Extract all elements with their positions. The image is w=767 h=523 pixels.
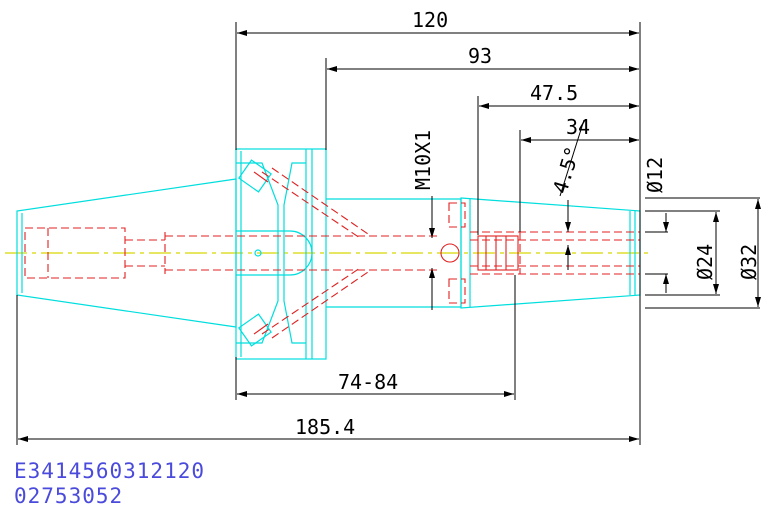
- dim-120: 120: [412, 8, 448, 32]
- dim-bore: Ø12: [643, 157, 667, 193]
- dim-nose-dia: Ø32: [737, 244, 761, 280]
- part-number: E3414560312120: [14, 459, 206, 483]
- hidden-lines: [24, 167, 640, 339]
- dim-collet-dia: Ø24: [693, 244, 717, 280]
- order-number: 02753052: [14, 484, 124, 508]
- holder-outline: [16, 148, 641, 360]
- dim-total-length: 185.4: [295, 415, 355, 439]
- set-screw: [253, 171, 519, 335]
- dim-taper-angle: 4.5°: [548, 143, 585, 196]
- dim-34: 34: [566, 115, 590, 139]
- dim-93: 93: [468, 44, 492, 68]
- dim-clamp-range: 74-84: [338, 370, 398, 394]
- dimension-lines: [16, 22, 761, 445]
- dim-thread: M10X1: [411, 130, 435, 190]
- dim-47-5: 47.5: [530, 81, 578, 105]
